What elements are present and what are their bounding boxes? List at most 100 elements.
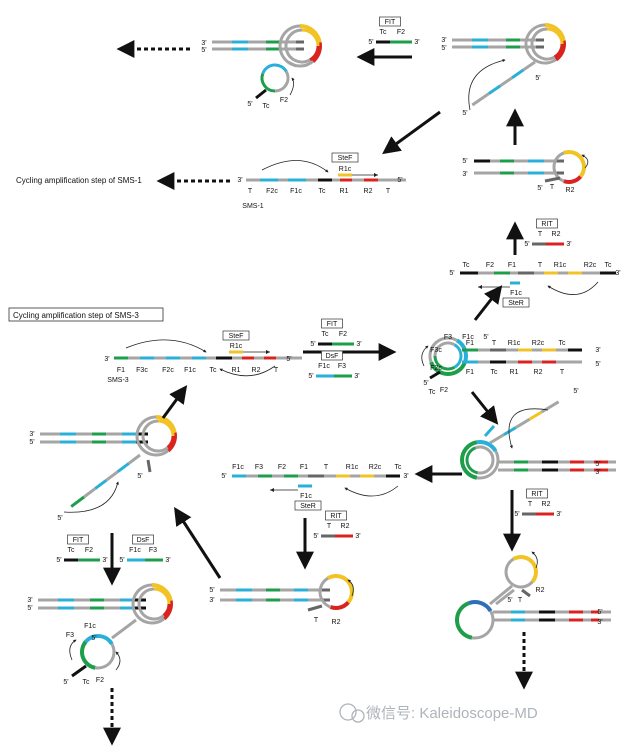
top-left-small-loop — [260, 73, 276, 93]
link — [111, 618, 137, 640]
extension-arrow — [125, 339, 207, 353]
dumbbell-upper-t: T — [492, 340, 497, 347]
three-prime-end: 3' — [209, 597, 214, 604]
process-arrow-up-right — [161, 385, 188, 419]
middle-strand-f1c: F1c — [232, 464, 244, 471]
fit-part-tc: Tc — [380, 29, 388, 36]
rit-primer-name: RIT — [330, 513, 342, 520]
rit-part-r2: R2 — [542, 501, 551, 508]
extension-arrow — [289, 77, 295, 96]
extension-arrow — [581, 154, 589, 169]
rit-primer-name: RIT — [541, 221, 553, 228]
dumbbell-lower-r1: R1 — [510, 369, 519, 376]
right-mid-stub — [483, 424, 496, 438]
r2-hairpin-loop — [563, 150, 586, 178]
stef-primer-name-box — [222, 330, 250, 341]
middle-strand-f1: F1 — [300, 464, 308, 471]
loop-f2c: F2c — [430, 365, 442, 372]
bottom-right-lower-loop — [455, 601, 473, 640]
right-mid-inner — [465, 446, 479, 475]
fit-part-f2: F2 — [339, 331, 347, 338]
five-prime-end: 5' — [537, 185, 542, 192]
stef-part-r1c: R1c — [230, 343, 243, 350]
middle-strand-r1c: R1c — [346, 464, 359, 471]
bottom-left-small-loop — [84, 634, 114, 646]
stef-primer-name: SteF — [338, 155, 353, 162]
top-right-loop-inner — [530, 27, 556, 61]
five-prime-end: 5' — [462, 158, 467, 165]
intermediate-top-r1c: R1c — [554, 262, 567, 269]
dsf-primer-name-box — [321, 350, 343, 361]
right-mid-loop — [460, 440, 478, 480]
loop-f1c: F1c — [84, 623, 96, 630]
top-right-diagonal-seg — [499, 76, 513, 87]
five-prime-end: 5' — [137, 473, 142, 480]
three-prime-end: 3' — [165, 557, 170, 564]
tc-tail — [71, 664, 87, 678]
dumbbell-lower-f1: F1 — [466, 369, 474, 376]
five-prime-end: 5' — [308, 373, 313, 380]
three-prime-end: 3' — [237, 177, 242, 184]
t-tail — [521, 588, 531, 598]
right-mid-inner — [475, 445, 495, 475]
dsf-part-f3: F3 — [149, 547, 157, 554]
extension-arrowhead — [478, 285, 482, 289]
stef-primer-name: SteF — [229, 333, 244, 340]
left-mid-diagonal-seg — [70, 495, 85, 508]
ster-primer-name: SteR — [508, 300, 524, 307]
top-right-diagonal-seg — [522, 60, 536, 72]
intermediate-top-t: T — [538, 262, 543, 269]
sms1-segment-r2: R2 — [364, 188, 373, 195]
five-prime-end: 5' — [209, 587, 214, 594]
sms1-segment-t: T — [386, 188, 391, 195]
five-prime-end: 5' — [597, 609, 602, 616]
dumbbell-upper-r1c: R1c — [508, 340, 521, 347]
five-prime-end: 5' — [63, 679, 68, 686]
dumbbell-left-inner — [453, 343, 463, 369]
rit-part-t: T — [528, 501, 533, 508]
left-mid-diagonal-seg — [94, 479, 108, 490]
three-prime-end: 3' — [595, 347, 600, 354]
top-left-loop — [278, 24, 301, 57]
rit-primer-name-box — [526, 488, 548, 499]
top-left-small-loop — [274, 70, 290, 93]
bottom-right-upper-loop — [504, 557, 515, 587]
five-prime-end: 5' — [27, 605, 32, 612]
process-arrow-down-left — [382, 110, 441, 155]
fit-primer-name-box — [67, 534, 89, 545]
five-prime-end: 5' — [119, 557, 124, 564]
stef-part-r1c: R1c — [339, 166, 352, 173]
wechat-icon-bubble — [351, 709, 365, 723]
dumbbell-upper-tc: Tc — [559, 340, 567, 347]
top-left-small-loop — [261, 63, 288, 75]
five-prime-end: 5' — [535, 75, 540, 82]
title-sms3: Cycling amplification step of SMS-3 — [13, 311, 139, 320]
five-prime-end: 5' — [397, 177, 402, 184]
intermediate-top-f2: F2 — [486, 262, 494, 269]
ster-primer-name-box — [502, 297, 530, 308]
fit-part-f2: F2 — [85, 547, 93, 554]
dsf-part-f1c: F1c — [129, 547, 141, 554]
right-mid-loop — [476, 440, 498, 453]
loop-f3: F3 — [66, 632, 74, 639]
f2-label: F2 — [96, 677, 104, 684]
fit-part-tc: Tc — [68, 547, 76, 554]
extension-arrow — [468, 59, 506, 111]
loop-f1c: F1c — [462, 334, 474, 341]
sms1-label: SMS-1 — [242, 203, 264, 210]
rit-primer-name-box — [536, 218, 558, 229]
dsf-part-f3: F3 — [338, 363, 346, 370]
three-prime-end: 3' — [354, 373, 359, 380]
extension-arrow — [219, 365, 276, 377]
five-prime-end: 5' — [441, 45, 446, 52]
top-right-loop-inner — [553, 43, 564, 59]
dumbbell-upper-f1: F1 — [466, 340, 474, 347]
title-sms1: Cycling amplification step of SMS-1 — [16, 176, 142, 185]
intermediate-top-r2c: R2c — [584, 262, 597, 269]
dumbbell-lower-t: T — [560, 369, 565, 376]
extension-arrow — [547, 281, 599, 295]
extension-arrowhead — [374, 173, 378, 177]
dsf-primer-name: DsF — [326, 353, 339, 360]
five-prime-end: 5' — [483, 334, 488, 341]
